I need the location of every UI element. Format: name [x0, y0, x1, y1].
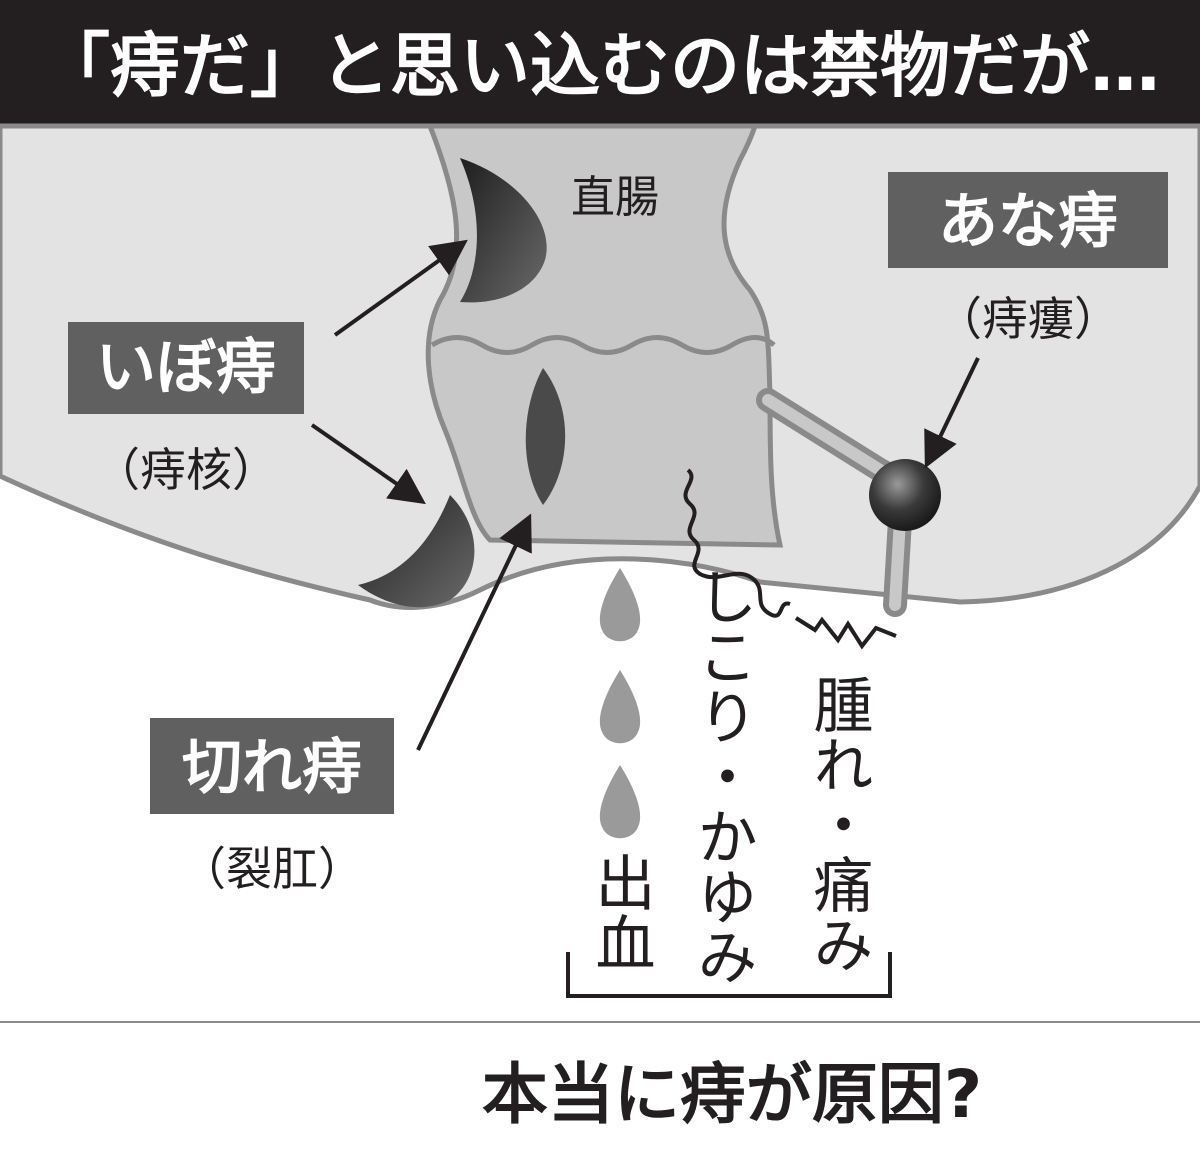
ibo-label: いぼ痔 [96, 333, 276, 403]
page-title: 「痔だ」と思い込むのは禁物だが… [40, 25, 1160, 107]
arrow-to-fistula [924, 357, 980, 469]
dentate-line [430, 335, 776, 355]
ana-sublabel: （痔瘻） [936, 292, 1120, 346]
ana-label: あな痔 [938, 187, 1118, 257]
pain-zigzag [794, 616, 897, 650]
symptom-bracket [566, 952, 892, 998]
arrow-to-external-hemorrhoid [310, 423, 426, 505]
blood-drop-1 [599, 568, 641, 642]
arrow-to-internal-hemorrhoid [333, 239, 468, 337]
ibo-sublabel: （痔核） [94, 443, 278, 497]
kire-label: 切れ痔 [182, 733, 362, 803]
symptom-bleeding: 出血 [585, 852, 655, 972]
title-bar [0, 0, 1200, 126]
itch-squiggle [683, 468, 791, 618]
blood-drop-3 [599, 765, 641, 839]
anal-fissure [525, 368, 566, 505]
kire-label-box [150, 718, 394, 814]
symptom-swell-pain: 腫れ・痛み [803, 674, 873, 974]
kire-sublabel: （裂肛） [180, 842, 364, 896]
external-hemorrhoid [358, 495, 475, 608]
rectum-label: 直腸 [571, 172, 659, 223]
ana-label-box [888, 172, 1168, 268]
internal-hemorrhoid [460, 158, 547, 303]
ibo-label-box [68, 322, 304, 414]
arrow-to-fissure [416, 513, 532, 751]
blood-drop-2 [599, 670, 641, 744]
symptom-lump-itch: しこり・かゆみ [687, 566, 757, 986]
fistula-opening [869, 459, 941, 531]
question-text: 本当に痔が原因? [482, 1056, 982, 1133]
